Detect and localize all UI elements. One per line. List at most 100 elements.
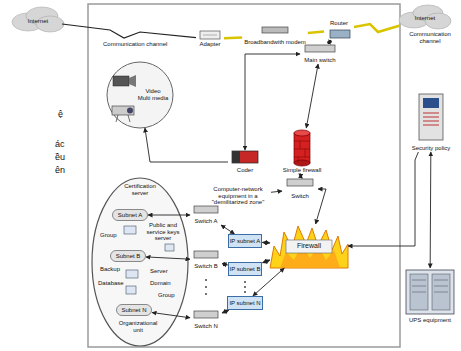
connector <box>221 225 235 234</box>
node-text: Coder <box>237 167 253 174</box>
switch-node: Switch N <box>190 310 222 330</box>
server-icon <box>419 94 443 140</box>
subnet-node: Subnet A <box>112 209 148 221</box>
multimedia-node: VideoMulti media <box>107 62 173 128</box>
cropped-text: ên <box>55 166 65 176</box>
simple-firewall-icon <box>294 130 310 166</box>
switch-icon <box>194 206 218 213</box>
node-text: Adapter <box>199 41 220 48</box>
firewall-flames <box>286 240 332 253</box>
cloud-node: Internet <box>400 8 450 28</box>
node-text: Switch B <box>194 263 217 270</box>
switch-node: Switch <box>282 178 318 200</box>
node-text: Broadbandwith modem <box>244 39 306 46</box>
switch-node: Switch B <box>190 250 222 270</box>
node-text: Router <box>330 20 348 27</box>
switch-icon <box>194 251 218 258</box>
subnet-item-label: Backup <box>100 266 120 273</box>
node-text: Computer-network equipment in a "demilit… <box>207 186 269 206</box>
simple-firewall-icon <box>294 160 310 166</box>
continuation-dots <box>205 279 207 281</box>
subnet-item-label: Domain <box>150 280 171 287</box>
subnet-node: Subnet N <box>116 304 152 316</box>
subnet-item-label: Database <box>98 280 124 287</box>
coder-node: Coder <box>228 150 262 174</box>
adapter-node: Adapter <box>196 30 224 48</box>
switch-icon <box>305 45 335 52</box>
modem-node: Broadbandwith modem <box>242 26 308 46</box>
multimedia-circle <box>116 115 118 122</box>
node-text: Multi media <box>138 95 169 102</box>
connector <box>262 242 270 244</box>
adapter-icon <box>203 35 217 36</box>
subnet-item-label: Organizational unit <box>118 320 158 333</box>
simple-firewall-icon <box>294 141 310 163</box>
computer-icon <box>126 270 138 278</box>
coder-icon <box>232 151 258 163</box>
subnet-item-label: Group <box>100 232 117 239</box>
node-text: Switch N <box>194 323 218 330</box>
switch-icon <box>194 311 218 318</box>
firewall-node: Firewall <box>270 224 348 268</box>
cropped-text: ác <box>55 140 65 150</box>
cropped-text: ều <box>55 153 65 163</box>
node-text: IP subnet N <box>229 300 260 307</box>
modem-icon <box>262 27 288 33</box>
multimedia-circle <box>129 75 136 87</box>
firewall-flames <box>270 226 348 268</box>
connector <box>152 313 190 318</box>
node-text: IP subnet A <box>230 238 261 245</box>
panel-frame <box>88 4 400 347</box>
coder-icon <box>232 151 240 163</box>
modem-icon <box>262 27 288 33</box>
cropped-text: ệ <box>58 110 63 120</box>
ip-subnet-box: IP subnet N <box>227 296 262 310</box>
connector <box>146 257 190 259</box>
switch-node: Switch A <box>190 205 222 225</box>
cloud <box>12 5 451 32</box>
ups-icon <box>406 270 454 314</box>
connector <box>316 189 326 224</box>
connector <box>62 24 196 38</box>
connector <box>354 24 400 32</box>
node-text: Simple firewall <box>283 167 322 174</box>
subnet-item-label: Public and service keys server <box>146 222 180 242</box>
node-text: Switch A <box>194 218 217 225</box>
ups-node: UPS equipment <box>402 268 458 324</box>
computer-icon <box>124 226 136 234</box>
multimedia-circle <box>127 108 133 114</box>
ip-subnet-box: IP subnet A <box>228 234 263 248</box>
switch-icon <box>194 45 335 318</box>
subnet-ellipse <box>92 178 188 346</box>
connector <box>308 31 324 33</box>
edge-label: Communication channel <box>404 31 456 44</box>
cloud-node: Internet <box>14 12 62 30</box>
node-text: Security policy <box>412 145 451 152</box>
computer-icon <box>126 286 136 294</box>
connector <box>262 260 270 263</box>
firewall-node: Simple firewall <box>281 128 324 174</box>
multimedia-circle <box>112 106 134 115</box>
continuation-dots <box>205 286 207 288</box>
edge-label: Communication channel <box>103 41 167 48</box>
connector <box>348 152 418 246</box>
server-icon <box>419 94 443 140</box>
switch-icon <box>287 179 313 186</box>
subnet-ellipse <box>92 178 188 346</box>
computer-icon <box>165 244 174 251</box>
node-text: Main switch <box>304 57 335 64</box>
node-text: Internet <box>415 15 435 22</box>
subnet-item-label: Certification server <box>118 183 162 196</box>
node-text: Subnet N <box>121 307 146 314</box>
server-icon <box>423 113 439 125</box>
connector <box>145 128 228 162</box>
multimedia-circle <box>128 115 130 122</box>
simple-firewall-icon <box>294 133 310 163</box>
connector <box>430 152 432 268</box>
dmz-label-node: Computer-network equipment in a "demilit… <box>205 184 271 208</box>
coder-icon <box>232 151 258 163</box>
connector <box>306 64 318 128</box>
node-text: Subnet A <box>118 212 142 219</box>
server-icon <box>423 98 439 108</box>
